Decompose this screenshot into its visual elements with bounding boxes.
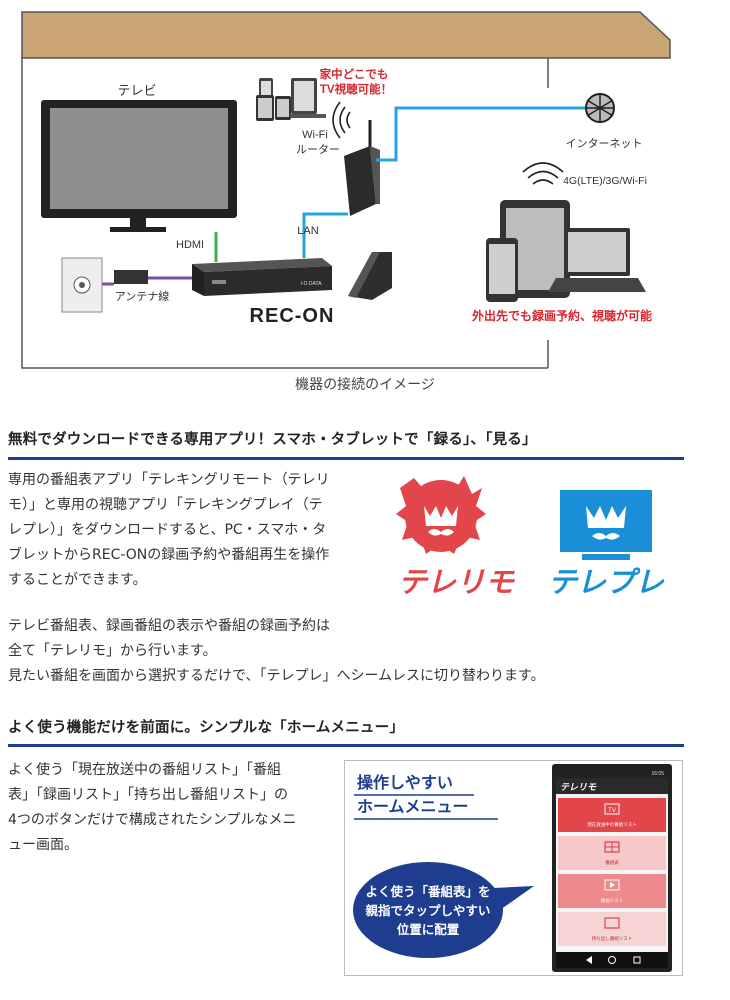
internet-label: インターネット — [566, 137, 643, 150]
signal-icon — [522, 162, 564, 185]
hdmi-label: HDMI — [176, 239, 204, 251]
bubble-line-1: よく使う「番組表」を — [365, 884, 490, 899]
telerimo-logo-icon — [396, 476, 486, 554]
menu-button-label: 録画リスト — [601, 897, 624, 904]
section1-para2: テレビ番組表、録画番組の表示や番組の録画予約は 全て「テレリモ」から行います。 … — [8, 614, 688, 689]
router-icon — [344, 120, 380, 216]
phone-mockup: 16:05 テレリモ TV 現在放送中の番組リスト 番組表 録画リスト 持ち出し… — [552, 764, 672, 972]
tv-icon-text: TV — [608, 808, 616, 814]
antenna-outlet-icon — [61, 257, 103, 313]
back-nav-icon — [586, 956, 592, 964]
menu-button-label: 持ち出し番組リスト — [592, 935, 633, 942]
text-line: 見たい番組を画面から選択するだけで、「テレプレ」へシームレスに切り替わります。 — [8, 668, 545, 684]
text-line: レプレ）」をダウンロードすると、PC・スマホ・タ — [8, 522, 327, 538]
section1-title: 無料でダウンロードできる専用アプリ！スマホ・タブレットで「録る」、「見る」 — [8, 432, 537, 448]
internet-wire — [376, 106, 592, 162]
brand-small: I-O DATA — [301, 281, 323, 287]
menu-button-label: 現在放送中の番組リスト — [587, 821, 637, 828]
text-line: よく使う「現在放送中の番組リスト」「番組 — [8, 762, 281, 778]
text-line: 表」「録画リスト」「持ち出し番組リスト」の — [8, 787, 288, 803]
wifi-icon — [332, 101, 351, 139]
bubble-line-2: 親指でタップしやすい — [366, 903, 491, 918]
menu-heading-2: ホームメニュー — [357, 798, 469, 816]
phone-status-time: 16:05 — [651, 771, 664, 777]
bubble-line-3: 位置に配置 — [397, 922, 460, 937]
section2-divider — [8, 744, 684, 747]
recent-nav-icon — [633, 956, 641, 964]
roam-text-1: 家中どこでも — [320, 67, 389, 81]
section1-para1: 専用の番組表アプリ「テレキングリモート（テレリ モ）」と専用の視聴アプリ「テレキ… — [8, 468, 368, 593]
recorder-icon — [192, 258, 332, 296]
text-line: ブレットからREC-ONの録画予約や番組再生を操作 — [8, 547, 330, 563]
network-label: 4G(LTE)/3G/Wi-Fi — [563, 175, 647, 187]
text-line: モ）」と専用の視聴アプリ「テレキングプレイ（テ — [8, 497, 323, 513]
router-label-2: ルーター — [296, 143, 340, 156]
roam-text-2: TV視聴可能！ — [320, 82, 392, 96]
antenna-label: アンテナ線 — [115, 289, 170, 303]
router-label-1: Wi-Fi — [302, 129, 328, 141]
house-roof — [21, 11, 671, 59]
home-nav-icon — [608, 956, 616, 964]
text-line: 全て「テレリモ」から行います。 — [8, 643, 217, 659]
house-wall — [21, 58, 548, 369]
text-line: 4つのボタンだけで構成されたシンプルなメニ — [8, 812, 297, 828]
section2-title: よく使う機能だけを前面に。シンプルな「ホームメニュー」 — [8, 720, 405, 736]
outdoor-text: 外出先でも録画予約、視聴が可能 — [472, 308, 652, 323]
home-devices-icon — [256, 78, 326, 121]
lan-label: LAN — [297, 225, 318, 237]
phone-app-title: テレリモ — [560, 782, 597, 792]
lan-wire — [302, 212, 348, 258]
menu-button-label: 番組表 — [605, 859, 619, 866]
telepure-logo-icon — [560, 490, 652, 560]
text-line: することができます。 — [8, 572, 147, 588]
app-logos: テレリモ テレプレ — [396, 476, 665, 599]
text-line: 専用の番組表アプリ「テレキングリモート（テレリ — [8, 472, 330, 488]
product-logo: REC-ON — [250, 305, 335, 327]
speech-bubble — [353, 862, 534, 958]
telerimo-logo-text: テレリモ — [398, 567, 516, 599]
connection-diagram: テレビ 家中どこでも TV視聴可能！ Wi-Fi ルーター LAN — [21, 11, 671, 369]
menu-heading-1: 操作しやすい — [357, 773, 453, 792]
text-line: ュー画面。 — [8, 837, 78, 853]
diagram-caption: 機器の接続のイメージ — [295, 377, 435, 393]
laptop-icon — [548, 228, 646, 292]
section2-para: よく使う「現在放送中の番組リスト」「番組 表」「録画リスト」「持ち出し番組リスト… — [8, 758, 338, 858]
smartphone-icon — [486, 238, 518, 302]
tv-label: テレビ — [117, 83, 156, 98]
home-menu-graphic: 操作しやすい ホームメニュー よく使う「番組表」を 親指でタップしやすい 位置に… — [353, 764, 672, 972]
globe-icon — [585, 93, 615, 123]
section1-divider — [8, 457, 684, 460]
text-line: テレビ番組表、録画番組の表示や番組の録画予約は — [8, 618, 330, 634]
telepure-logo-text: テレプレ — [548, 567, 665, 599]
